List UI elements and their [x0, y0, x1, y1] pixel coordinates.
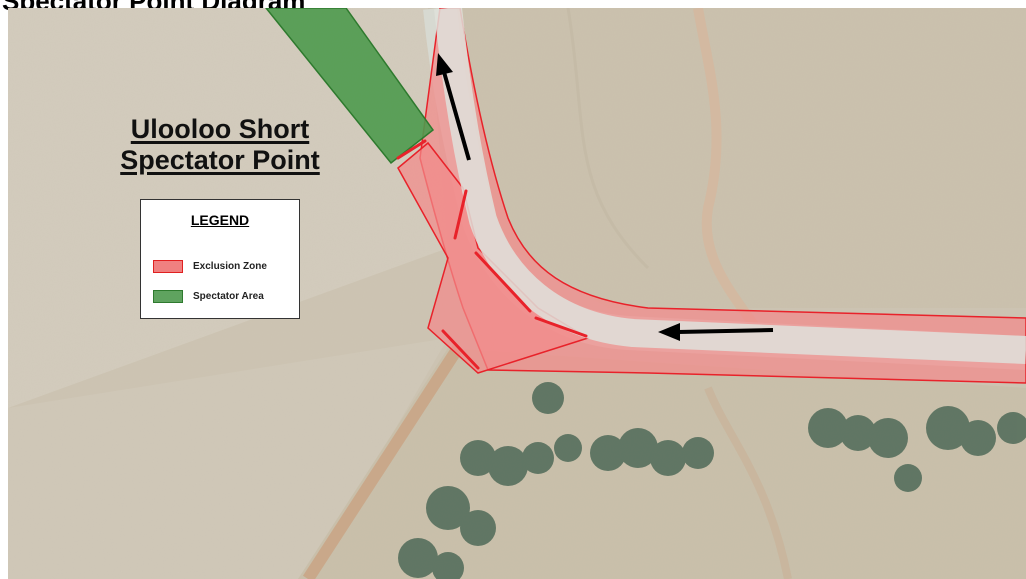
gully-north [693, 8, 773, 351]
tree-clusters [398, 382, 1026, 579]
dirt-road-southwest [302, 344, 464, 579]
direction-arrow-west-icon [658, 323, 774, 341]
legend-label: Spectator Area [193, 290, 264, 302]
barrier-lines [396, 139, 588, 370]
map-title-line-1: Ulooloo Short [130, 114, 310, 144]
legend-item-exclusion-zone: Exclusion Zone [153, 259, 267, 273]
gully-south [704, 386, 792, 579]
direction-arrow-north-icon [436, 53, 471, 161]
exclusion-zone-swatch [153, 259, 183, 273]
map-title-line-2: Spectator Point [120, 145, 320, 175]
field-track [566, 8, 650, 270]
legend-heading: LEGEND [190, 212, 250, 228]
legend: LEGEND Exclusion Zone Spectator Area [140, 199, 300, 319]
road-surface [434, 8, 1026, 364]
legend-item-spectator-area: Spectator Area [153, 289, 264, 303]
spectator-area [265, 8, 435, 165]
map-title: Ulooloo Short Spectator Point [100, 114, 340, 176]
spectator-area-swatch [153, 289, 183, 303]
legend-label: Exclusion Zone [193, 260, 267, 272]
